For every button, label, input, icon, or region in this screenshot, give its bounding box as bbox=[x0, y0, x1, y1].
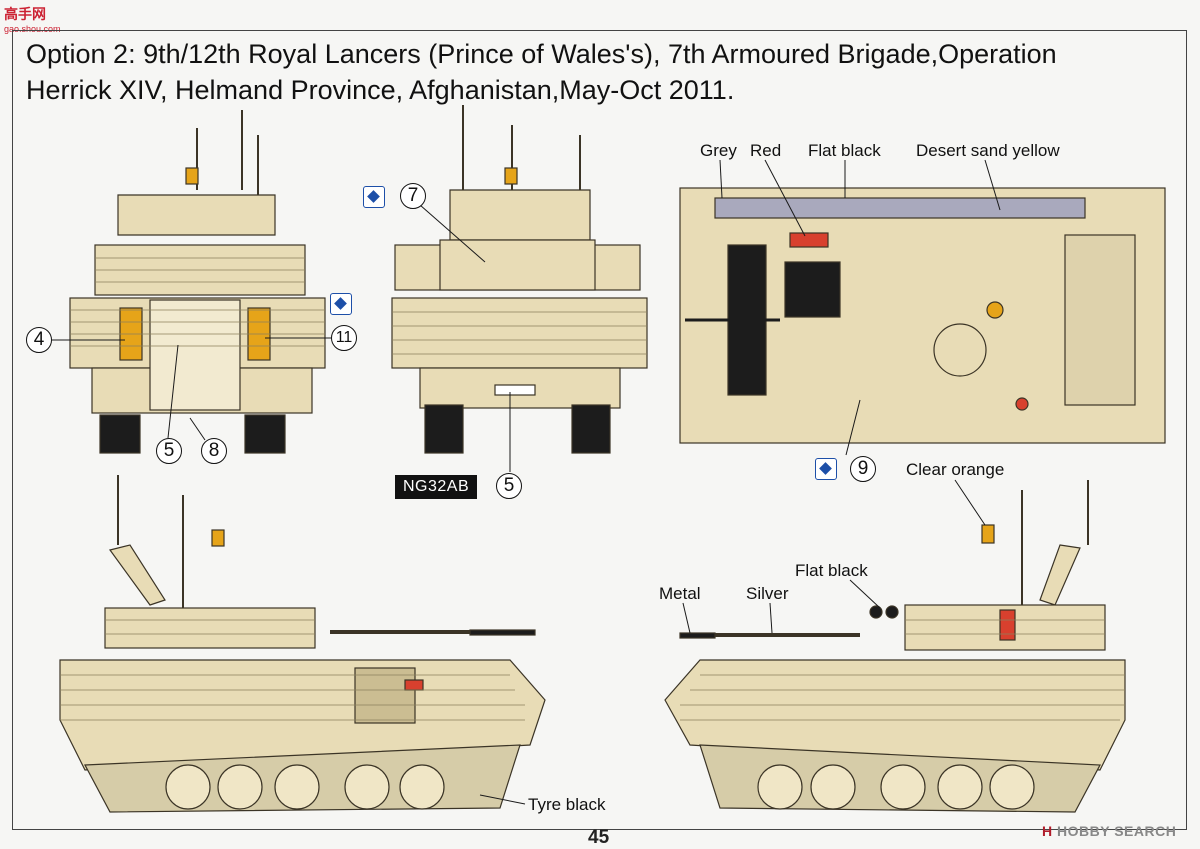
callout-5-front: 5 bbox=[496, 473, 522, 499]
label-flat-black-side: Flat black bbox=[795, 561, 868, 580]
callout-8: 8 bbox=[201, 438, 227, 464]
hobby-search-watermark: H HOBBY SEARCH bbox=[1042, 823, 1177, 839]
page-frame bbox=[12, 30, 1187, 830]
label-grey: Grey bbox=[700, 141, 737, 160]
front-view bbox=[391, 105, 648, 454]
callout-11: 11 bbox=[331, 325, 357, 351]
title-line-2: Herrick XIV, Helmand Province, Afghanist… bbox=[26, 75, 735, 105]
label-clear-orange: Clear orange bbox=[906, 460, 1005, 479]
decal-sheet-icon bbox=[363, 186, 385, 208]
watermark-logo: 高手网 gao.shou.com bbox=[4, 6, 61, 34]
callout-9: 9 bbox=[850, 456, 876, 482]
label-flat-black-top: Flat black bbox=[808, 141, 881, 160]
callout-7: 7 bbox=[400, 183, 426, 209]
decal-sheet-icon bbox=[815, 458, 837, 480]
rear-view bbox=[69, 110, 326, 454]
label-metal: Metal bbox=[659, 584, 701, 603]
page-title: Option 2: 9th/12th Royal Lancers (Prince… bbox=[26, 36, 1176, 108]
decal-sheet-icon bbox=[330, 293, 352, 315]
callout-4: 4 bbox=[26, 327, 52, 353]
left-side-view bbox=[59, 475, 546, 813]
label-tyre-black: Tyre black bbox=[528, 795, 606, 814]
top-view bbox=[679, 187, 1166, 444]
title-line-1: Option 2: 9th/12th Royal Lancers (Prince… bbox=[26, 39, 1057, 69]
callout-5-rear: 5 bbox=[156, 438, 182, 464]
label-desert-sand-yellow: Desert sand yellow bbox=[916, 141, 1060, 160]
label-red: Red bbox=[750, 141, 782, 160]
number-plate-label: NG32AB bbox=[395, 475, 478, 499]
right-side-view bbox=[664, 480, 1126, 813]
label-silver: Silver bbox=[746, 584, 789, 603]
page-number: 45 bbox=[588, 827, 610, 848]
